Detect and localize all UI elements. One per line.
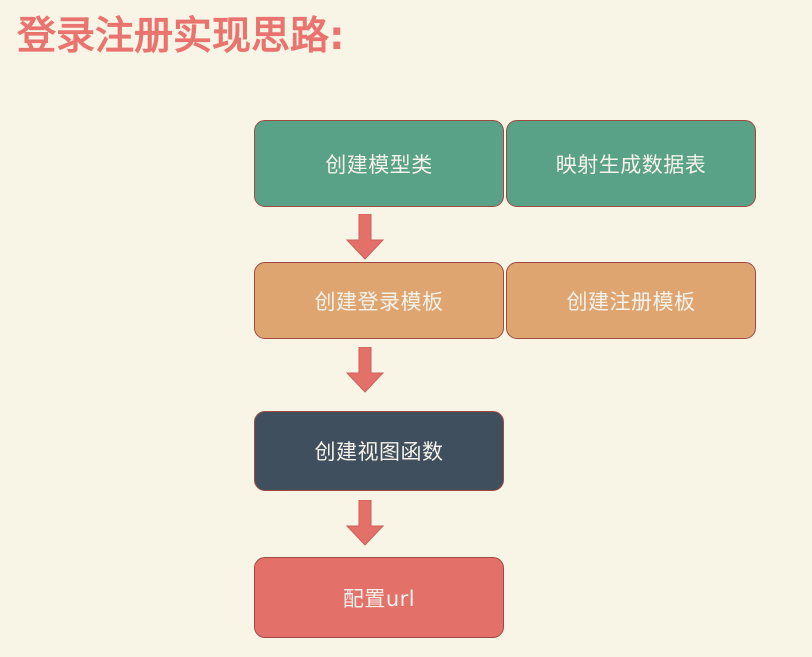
flow-node-create-model-class[interactable]: 创建模型类 [254, 120, 504, 207]
flow-node-label: 映射生成数据表 [555, 152, 707, 177]
flow-node-label: 创建注册模板 [566, 289, 696, 314]
page-title: 登录注册实现思路: [17, 14, 345, 59]
flow-node-map-generate-table[interactable]: 映射生成数据表 [506, 120, 756, 207]
flow-node-label: 创建模型类 [325, 152, 433, 177]
flow-node-label: 创建视图函数 [314, 440, 444, 464]
arrow-down-icon [345, 500, 385, 546]
arrow-down-icon [345, 214, 385, 260]
flow-node-label: 配置url [342, 586, 416, 611]
flow-node-label: 创建登录模板 [314, 289, 444, 314]
flow-node-create-login-template[interactable]: 创建登录模板 [254, 262, 504, 339]
flow-node-create-view-function[interactable]: 创建视图函数 [254, 411, 504, 491]
flow-node-create-register-template[interactable]: 创建注册模板 [506, 262, 756, 339]
arrow-down-icon [345, 347, 385, 393]
flow-node-configure-url[interactable]: 配置url [254, 557, 504, 638]
